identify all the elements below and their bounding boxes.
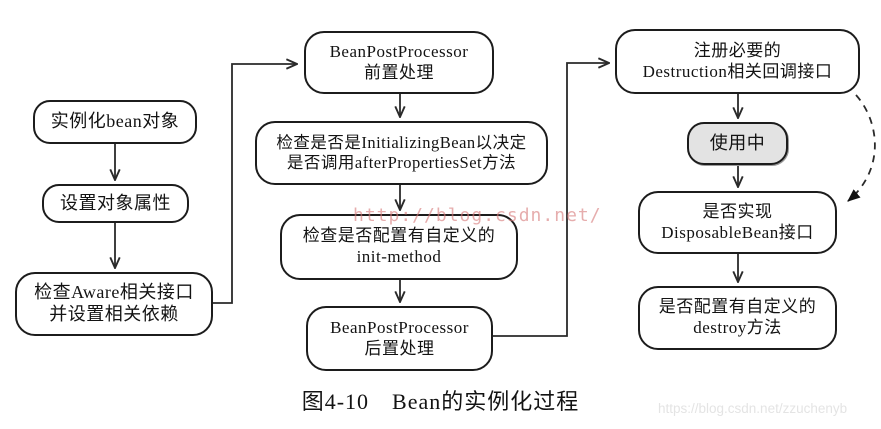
node-beanpostprocessor-before: BeanPostProcessor 前置处理 xyxy=(304,31,494,94)
node-label: 使用中 xyxy=(709,132,766,153)
node-label-line2: Destruction相关回调接口 xyxy=(642,61,833,81)
arrow-bppafter-to-destruction xyxy=(493,63,609,337)
node-label-line1: BeanPostProcessor xyxy=(329,41,469,61)
node-label-line2: 是否调用afterPropertiesSet方法 xyxy=(286,153,517,172)
watermark-csdn-corner: https://blog.csdn.net/zzuchenyb xyxy=(658,401,848,416)
arrow-aware-to-bppbefore xyxy=(213,64,297,304)
node-label-line1: BeanPostProcessor xyxy=(330,317,469,337)
node-check-init-method: 检查是否配置有自定义的 init-method xyxy=(280,214,518,280)
node-label-line1: 检查是否是InitializingBean以决定 xyxy=(276,132,527,152)
node-check-aware: 检查Aware相关接口 并设置相关依赖 xyxy=(15,272,213,336)
node-label-line2: 前置处理 xyxy=(364,62,434,82)
node-label-line2: 后置处理 xyxy=(364,338,435,358)
node-label-line1: 注册必要的 xyxy=(693,40,782,60)
figure-caption: 图4-10 Bean的实例化过程 xyxy=(301,389,580,414)
node-label: 实例化bean对象 xyxy=(50,111,180,132)
node-check-initializingbean: 检查是否是InitializingBean以决定 是否调用afterProper… xyxy=(255,121,548,185)
dashed-arrow-destruction-to-disposable xyxy=(847,94,876,202)
node-custom-destroy-method: 是否配置有自定义的 destroy方法 xyxy=(638,286,837,350)
node-beanpostprocessor-after: BeanPostProcessor 后置处理 xyxy=(306,306,493,371)
node-label-line1: 检查是否配置有自定义的 xyxy=(302,226,496,246)
node-label-line2: init-method xyxy=(356,247,442,266)
node-label-line1: 是否实现 xyxy=(702,201,773,221)
node-implements-disposablebean: 是否实现 DisposableBean接口 xyxy=(638,191,837,254)
node-label-line1: 检查Aware相关接口 xyxy=(34,282,194,303)
node-label-line2: 并设置相关依赖 xyxy=(49,304,179,324)
node-label: 设置对象属性 xyxy=(60,192,171,213)
node-register-destruction-callbacks: 注册必要的 Destruction相关回调接口 xyxy=(615,29,860,94)
node-label-line1: 是否配置有自定义的 xyxy=(658,297,817,317)
watermark-csdn-center: http://blog.csdn.net/ xyxy=(353,205,602,226)
node-label-line2: DisposableBean接口 xyxy=(661,222,814,242)
node-instantiate-bean: 实例化bean对象 xyxy=(33,100,197,144)
node-in-use: 使用中 xyxy=(687,122,788,165)
node-set-properties: 设置对象属性 xyxy=(42,184,189,223)
node-label-line2: destroy方法 xyxy=(693,318,782,337)
